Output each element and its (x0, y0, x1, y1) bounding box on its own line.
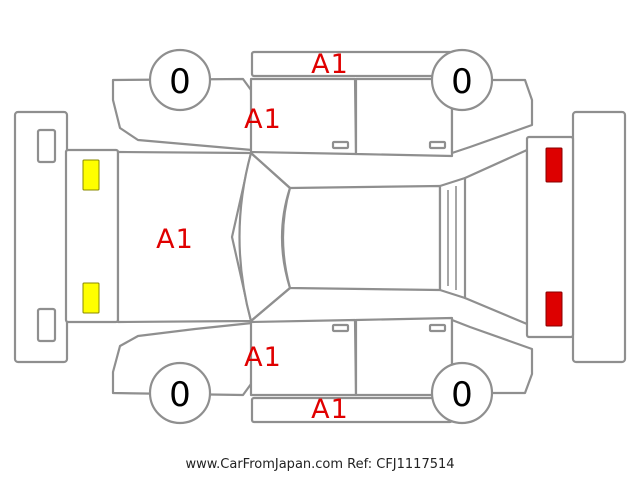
sill-strip (250, 396, 454, 424)
damage-mark-hood: A1 (156, 224, 194, 255)
roof-strip (250, 50, 454, 78)
front-bumper (13, 110, 69, 364)
damage-mark-sill-bottom: A1 (311, 394, 349, 425)
damage-mark-door-top: A1 (244, 104, 282, 135)
rear-bumper (571, 110, 627, 364)
tire-rear-bottom: 0 (430, 361, 494, 425)
rear-lamp-top (545, 147, 563, 183)
rear-lamp-bottom (545, 291, 563, 327)
tire-rear-top-reading: 0 (451, 62, 473, 102)
damage-mark-door-bottom: A1 (244, 342, 282, 373)
front-lamp-bottom (82, 282, 100, 314)
tire-front-bottom: 0 (148, 361, 212, 425)
tire-rear-top: 0 (430, 48, 494, 112)
body-top-view (64, 135, 575, 339)
footer-reference: www.CarFromJapan.com Ref: CFJ1117514 (185, 457, 455, 472)
damage-mark-roof: A1 (311, 49, 349, 80)
tire-rear-bottom-reading: 0 (451, 375, 473, 415)
tire-front-top-reading: 0 (169, 62, 191, 102)
tire-front-top: 0 (148, 48, 212, 112)
front-lamp-top (82, 159, 100, 191)
tire-front-bottom-reading: 0 (169, 375, 191, 415)
